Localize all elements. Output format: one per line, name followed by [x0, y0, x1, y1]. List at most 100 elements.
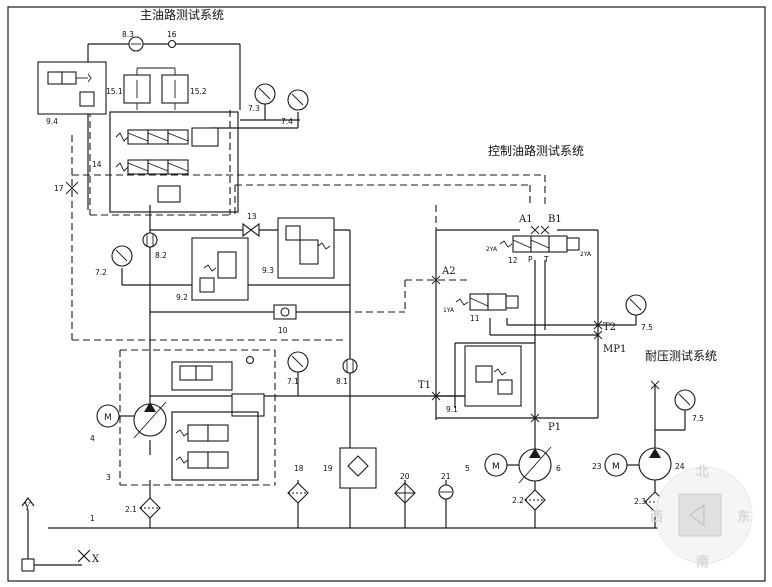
label-20: 20 [400, 472, 410, 481]
compass-west: 西 [650, 510, 663, 525]
label-23: 23 [592, 462, 602, 471]
label-11: 11 [470, 314, 480, 323]
motor-5-letter: M [492, 462, 500, 472]
relief-valve-9-1 [464, 345, 522, 407]
point-MP1: MP1 [603, 344, 626, 355]
label-7-2: 7.2 [95, 268, 107, 277]
point-A2: A2 [441, 266, 456, 277]
label-24: 24 [675, 462, 685, 471]
directional-valve-11 [455, 293, 519, 311]
label-13: 13 [247, 212, 257, 221]
point-P1: P1 [548, 422, 561, 433]
label-7-5-control: 7.5 [641, 323, 653, 332]
label-12: 12 [508, 256, 518, 265]
directional-valve-12 [499, 235, 580, 253]
valve-block-3 [171, 355, 265, 481]
label-8-2: 8.2 [155, 251, 167, 260]
label-5: 5 [465, 464, 470, 473]
label-9-4: 9.4 [46, 117, 58, 126]
relief-valve-9-3 [277, 217, 335, 279]
label-2-3: 2.3 [634, 497, 646, 506]
port-T: T [543, 255, 549, 264]
label-9-2: 9.2 [176, 293, 188, 302]
motor-23-letter: M [612, 462, 620, 472]
label-4: 4 [90, 434, 95, 443]
test-point-marks [431, 225, 660, 423]
port-P: P [528, 255, 533, 264]
throttle-17-icon [65, 181, 79, 195]
pump-24 [638, 447, 672, 481]
label-7-3: 7.3 [248, 104, 260, 113]
label-18: 18 [294, 464, 304, 473]
motor-23 [604, 453, 639, 477]
motor-4-letter: M [104, 413, 112, 423]
filter-18 [287, 482, 309, 504]
gauge-7-4 [287, 89, 309, 111]
compass-south: 南 [696, 554, 709, 570]
label-16: 16 [167, 30, 177, 39]
x-axis-arrow-icon [77, 549, 91, 563]
check-valve-16-icon [167, 39, 177, 49]
gauge-7-3 [254, 83, 276, 105]
label-6: 6 [556, 464, 561, 473]
motor-4 [96, 404, 134, 428]
relief-valve-9-2 [191, 237, 249, 301]
cooler-19 [339, 447, 377, 489]
label-1: 1 [90, 514, 95, 523]
filter-2-2 [524, 489, 546, 511]
title-main-oil: 主油路测试系统 [140, 7, 224, 22]
check-valve-10 [273, 304, 297, 320]
motor-5 [484, 453, 519, 477]
label-15-1: 15.1 [106, 87, 123, 96]
label-14: 14 [92, 160, 102, 169]
pump-4 [133, 401, 167, 439]
axis-y-label: Y [23, 502, 31, 513]
point-T1: T1 [418, 380, 431, 391]
valve-15-group [123, 67, 189, 110]
label-2ya-right: 2YA [580, 251, 592, 258]
point-T2: T2 [603, 322, 616, 333]
label-2ya-left: 2YA [486, 246, 498, 253]
y-axis-arrow-icon [21, 497, 35, 507]
gauge-7-1 [287, 351, 309, 373]
title-pressure-test: 耐压测试系统 [645, 348, 717, 363]
outer-frame [7, 6, 766, 582]
flowmeter-8-2 [142, 232, 158, 248]
label-17: 17 [54, 184, 64, 193]
gauge-7-2 [111, 245, 133, 267]
filter-2-1 [139, 497, 161, 519]
compass-north: 北 [696, 465, 709, 480]
label-19: 19 [323, 464, 333, 473]
label-21: 21 [441, 472, 451, 481]
compass-watermark [655, 466, 753, 564]
label-15-2: 15.2 [190, 87, 207, 96]
label-7-1: 7.1 [287, 377, 299, 386]
valve-13-icon [242, 222, 260, 238]
directional-valve-14 [109, 111, 239, 213]
point-B1: B1 [548, 214, 562, 225]
dashed-lines [71, 110, 546, 486]
label-3: 3 [106, 473, 111, 482]
pump-6 [518, 446, 552, 484]
label-2-2: 2.2 [512, 496, 524, 505]
flowmeter-8-1 [342, 358, 358, 374]
compass-east: 东 [737, 509, 750, 525]
label-10: 10 [278, 326, 288, 335]
label-7-4: 7.4 [281, 117, 293, 126]
label-9-1: 9.1 [446, 405, 458, 414]
title-control-oil: 控制油路测试系统 [488, 143, 584, 158]
thermometer-21 [438, 484, 454, 500]
relief-valve-9-4 [37, 61, 107, 115]
coordinate-axes [21, 497, 91, 572]
gauge-7-5-pressure [674, 389, 696, 411]
point-A1: A1 [518, 214, 533, 225]
heater-20 [394, 482, 416, 504]
label-8-1: 8.1 [336, 377, 348, 386]
label-2-1: 2.1 [125, 505, 137, 514]
label-1ya: 1YA [443, 307, 455, 314]
label-8-3: 8.3 [122, 30, 134, 39]
label-9-3: 9.3 [262, 266, 274, 275]
label-7-5-pressure: 7.5 [692, 414, 704, 423]
